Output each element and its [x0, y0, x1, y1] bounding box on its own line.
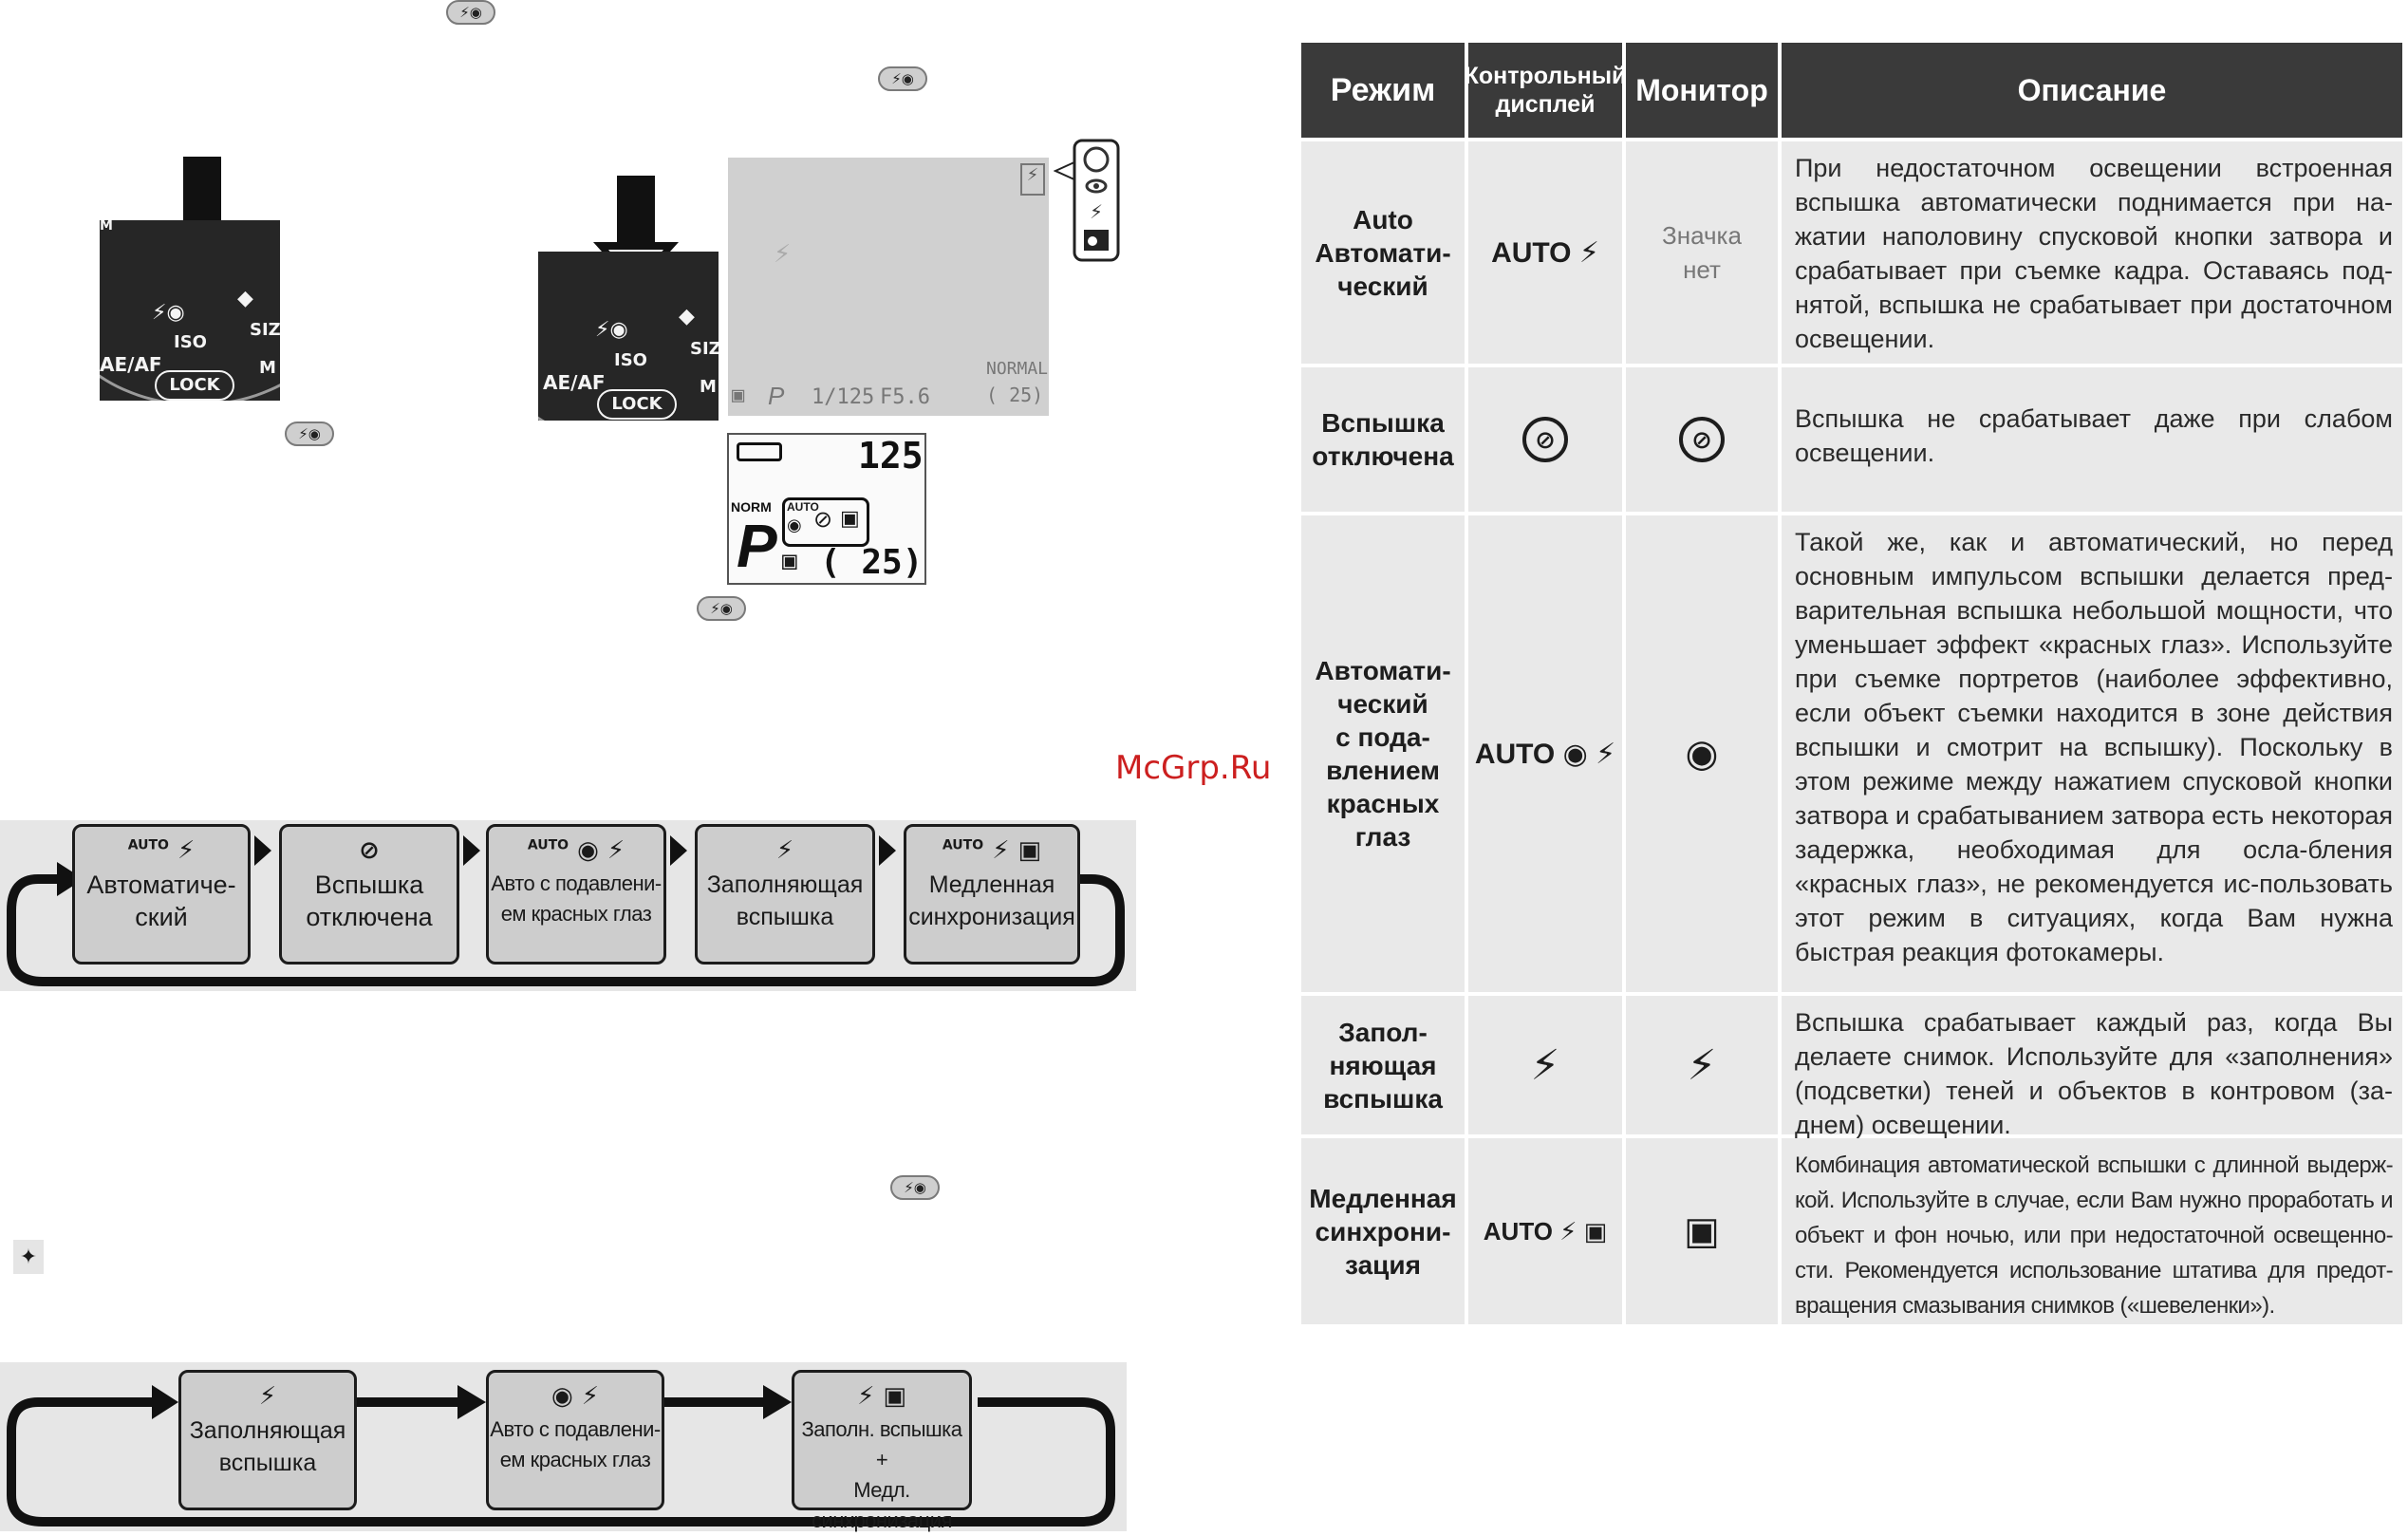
- header-monitor: Монитор: [1626, 43, 1778, 138]
- header-control-display: Контрольный дисплей: [1465, 43, 1626, 138]
- battery-icon: [737, 442, 782, 461]
- flow-box-fill-flash: ⚡ Заполняющая вспышка: [695, 824, 875, 965]
- flow-box-fill-slow-sync: ⚡ ▣ Заполн. вспышка + Медл. синхронизаци…: [792, 1370, 972, 1532]
- row-red-eye-monitor: ◉: [1626, 515, 1778, 992]
- row-auto-control-icon: AUTO ⚡: [1468, 141, 1622, 364]
- flash-icon: ⚡: [1020, 163, 1045, 196]
- camera-dial-photo: ⚡◉ ◆ ISO SIZ AE/AF M LOCK M: [100, 220, 280, 401]
- flash-mode-cycle-1: AUTO ⚡ Автоматиче- ский ⊘ Вспышка отключ…: [0, 820, 1136, 991]
- cycle-loop-arrow: [7, 1385, 1115, 1527]
- flash-mode-button-icon: ⚡◉: [446, 0, 495, 25]
- flash-mode-cycle-2: ⚡ Заполняющая вспышка ◉ ⚡ Авто с подавле…: [0, 1362, 1127, 1532]
- flow-box-slow-sync: AUTO ⚡ ▣ Медленная синхронизация: [904, 824, 1080, 965]
- flow-arrow-icon: [879, 835, 896, 866]
- flash-mode-button-icon: ⚡◉: [285, 421, 334, 446]
- svg-text:⚡: ⚡: [1090, 200, 1103, 223]
- flash-icon: ⚡: [1687, 1041, 1717, 1089]
- metering-icon: ▣: [732, 384, 745, 407]
- header-mode: Режим: [1301, 43, 1465, 138]
- flow-arrow-icon: [670, 835, 687, 866]
- night-portrait-icon: ▣: [1684, 1210, 1720, 1252]
- flash-mode-button-icon: ⚡◉: [697, 596, 746, 621]
- watermark-text: McGrp.Ru: [1115, 749, 1272, 787]
- flash-off-icon: ⊘: [1522, 417, 1568, 462]
- camera-dial-photo: ⚡◉ ◆ ISO SIZ AE/AF M LOCK: [538, 252, 719, 421]
- row-red-eye-description: Такой же, как и автоматический, но перед…: [1782, 515, 2402, 992]
- row-flash-off-control-icon: ⊘: [1468, 367, 1622, 512]
- row-fill-flash-description: Вспышка срабатывает каждый раз, когда Вы…: [1782, 996, 2402, 1139]
- row-slow-sync-monitor: ▣: [1626, 1138, 1778, 1324]
- control-panel-display: 125 NORM P AUTO ◉ ⊘ ▣ ▣ ( 25): [727, 433, 926, 585]
- row-slow-sync-control-icon: AUTO ⚡ ▣: [1468, 1138, 1622, 1324]
- flash-mode-button-icon: ⚡◉: [878, 66, 927, 91]
- flash-off-icon: ⊘: [1679, 417, 1725, 462]
- row-auto-description: При недостаточном освещении встроенная в…: [1782, 141, 2402, 364]
- flow-box-auto: AUTO ⚡ Автоматиче- ский: [72, 824, 251, 965]
- row-flash-off-description: Вспышка не срабатывает даже при слабом о…: [1782, 367, 2402, 512]
- red-eye-icon: ◉: [1685, 733, 1719, 775]
- flash-mode-icon-strip: ⚡: [1054, 139, 1120, 262]
- flash-mode-button-icon: ⚡◉: [890, 1175, 940, 1200]
- row-slow-sync-description: Комбинация автоматической вспышки с длин…: [1782, 1138, 2402, 1324]
- cycle-loop-arrow: [7, 862, 1125, 986]
- header-description: Описание: [1782, 43, 2402, 138]
- flash-mode-group: AUTO ◉ ⊘ ▣: [782, 497, 869, 547]
- flow-box-red-eye: ◉ ⚡ Авто с подавлени- ем красных глаз: [486, 1370, 664, 1510]
- flash-icon: ⚡: [1530, 1041, 1560, 1089]
- flow-arrow-icon: [254, 835, 271, 866]
- row-fill-flash-control-icon: ⚡: [1468, 996, 1622, 1134]
- row-flash-off-monitor: ⊘: [1626, 367, 1778, 512]
- row-red-eye-control-icon: AUTO ◉ ⚡: [1468, 515, 1622, 992]
- flow-box-fill-flash: ⚡ Заполняющая вспышка: [178, 1370, 357, 1510]
- tip-icon: ✦: [13, 1240, 44, 1274]
- flow-box-flash-off: ⊘ Вспышка отключена: [279, 824, 459, 965]
- flow-arrow-icon: [463, 835, 480, 866]
- monitor-preview: ⚡ ⚡ ▣ P 1/125 F5.6 NORMAL ( 25): [728, 158, 1049, 416]
- row-fill-flash-monitor: ⚡: [1626, 996, 1778, 1134]
- flow-box-red-eye: AUTO ◉ ⚡ Авто с подавлени- ем красных гл…: [486, 824, 666, 965]
